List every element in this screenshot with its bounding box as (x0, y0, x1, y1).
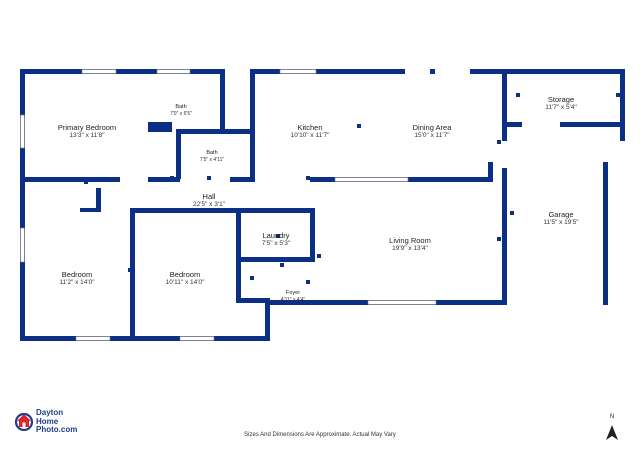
room-bath-1: Bath 7'0" x 6'5" (170, 104, 192, 117)
room-name: Bath (206, 150, 218, 156)
room-bath-2: Bath 7'5" x 4'11" (200, 150, 224, 163)
wall (80, 208, 100, 212)
room-name: Laundry (262, 231, 290, 240)
wall (20, 177, 120, 182)
window (279, 69, 317, 74)
wall (148, 122, 172, 132)
wall (176, 129, 255, 134)
logo-line: Home (36, 416, 59, 426)
wall (130, 208, 238, 213)
room-name: Bedroom (169, 270, 201, 279)
wall (130, 208, 135, 339)
north-arrow-icon (606, 425, 618, 440)
logo-line: Photo.com (36, 425, 78, 434)
room-dims: 11'5" x 19'5" (543, 219, 579, 226)
wall (502, 69, 507, 141)
wall (603, 162, 608, 305)
wall (240, 298, 270, 303)
wall (502, 168, 507, 305)
room-dims: 22'5" x 3'1" (192, 201, 226, 208)
room-foyer: Foyer 4'11" x 4'4" (281, 290, 305, 303)
disclaimer-text: Sizes And Dimensions Are Approximate. Ac… (244, 432, 396, 438)
wall (20, 336, 270, 341)
wall (470, 69, 625, 74)
room-primary-bedroom: Primary Bedroom 13'3" x 11'8" (58, 123, 116, 140)
wall (236, 208, 315, 213)
room-dims: 11'2" x 14'0" (59, 279, 95, 286)
wall (20, 69, 225, 74)
room-name: Primary Bedroom (57, 123, 117, 132)
logo-text: Dayton Home Photo.com (36, 408, 78, 435)
wall (560, 122, 625, 127)
room-dims: 7'5" x 5'3" (261, 240, 291, 247)
room-name: Living Room (389, 236, 431, 245)
room-name: Bath (175, 104, 187, 110)
wall (220, 69, 225, 131)
window (75, 336, 111, 341)
room-dims: 10'11" x 14'0" (165, 279, 205, 286)
wall (430, 69, 435, 74)
room-name: Dining Area (412, 123, 452, 132)
room-dims: 11'7" x 5'4" (545, 104, 577, 111)
north-indicator: N (602, 414, 622, 442)
room-living-room: Living Room 19'9" x 13'4" (389, 236, 431, 253)
house-logo-icon (14, 412, 34, 431)
wall (310, 208, 315, 262)
wall (236, 257, 315, 262)
wall (265, 298, 270, 341)
room-name: Foyer (285, 290, 301, 296)
wall (250, 69, 405, 74)
room-name: Bedroom (61, 270, 93, 279)
window (20, 114, 25, 149)
wall (230, 177, 255, 182)
room-kitchen: Kitchen 10'10" x 11'7" (291, 123, 330, 140)
window (179, 336, 215, 341)
room-dims: 10'10" x 11'7" (290, 132, 330, 139)
room-storage: Storage 11'7" x 5'4" (545, 95, 577, 112)
window (334, 177, 409, 182)
room-dims: 13'3" x 11'8" (69, 132, 105, 139)
room-name: Garage (548, 210, 574, 219)
room-dims: 4'11" x 4'4" (280, 296, 306, 303)
room-bedroom-2: Bedroom 10'11" x 14'0" (166, 270, 205, 287)
wall (148, 177, 180, 182)
wall (236, 208, 241, 303)
room-name: Storage (547, 95, 575, 104)
wall (176, 129, 181, 179)
wall (620, 69, 625, 141)
room-dims: 7'5" x 4'11" (199, 156, 225, 163)
room-name: Hall (202, 192, 216, 201)
room-name: Kitchen (297, 123, 323, 132)
room-garage: Garage 11'5" x 19'5" (543, 210, 578, 227)
room-dims: 19'9" x 13'4" (392, 245, 428, 252)
logo-line: Dayton (36, 408, 64, 417)
room-laundry: Laundry 7'5" x 5'3" (262, 231, 290, 248)
room-dims: 15'0" x 11'7" (414, 132, 450, 139)
room-hall: Hall 22'5" x 3'1" (193, 192, 225, 209)
brand-logo: Dayton Home Photo.com (14, 408, 94, 435)
room-dims: 7'0" x 6'5" (170, 110, 192, 117)
window (367, 300, 437, 305)
wall (20, 69, 25, 341)
wall (502, 122, 522, 127)
wall (96, 188, 101, 212)
room-bedroom-1: Bedroom 11'2" x 14'0" (59, 270, 94, 287)
wall (250, 69, 255, 179)
window (81, 69, 117, 74)
north-letter: N (609, 414, 615, 420)
window (156, 69, 191, 74)
wall (488, 162, 493, 182)
window (20, 227, 25, 263)
room-dining-area: Dining Area 15'0" x 11'7" (413, 123, 452, 140)
